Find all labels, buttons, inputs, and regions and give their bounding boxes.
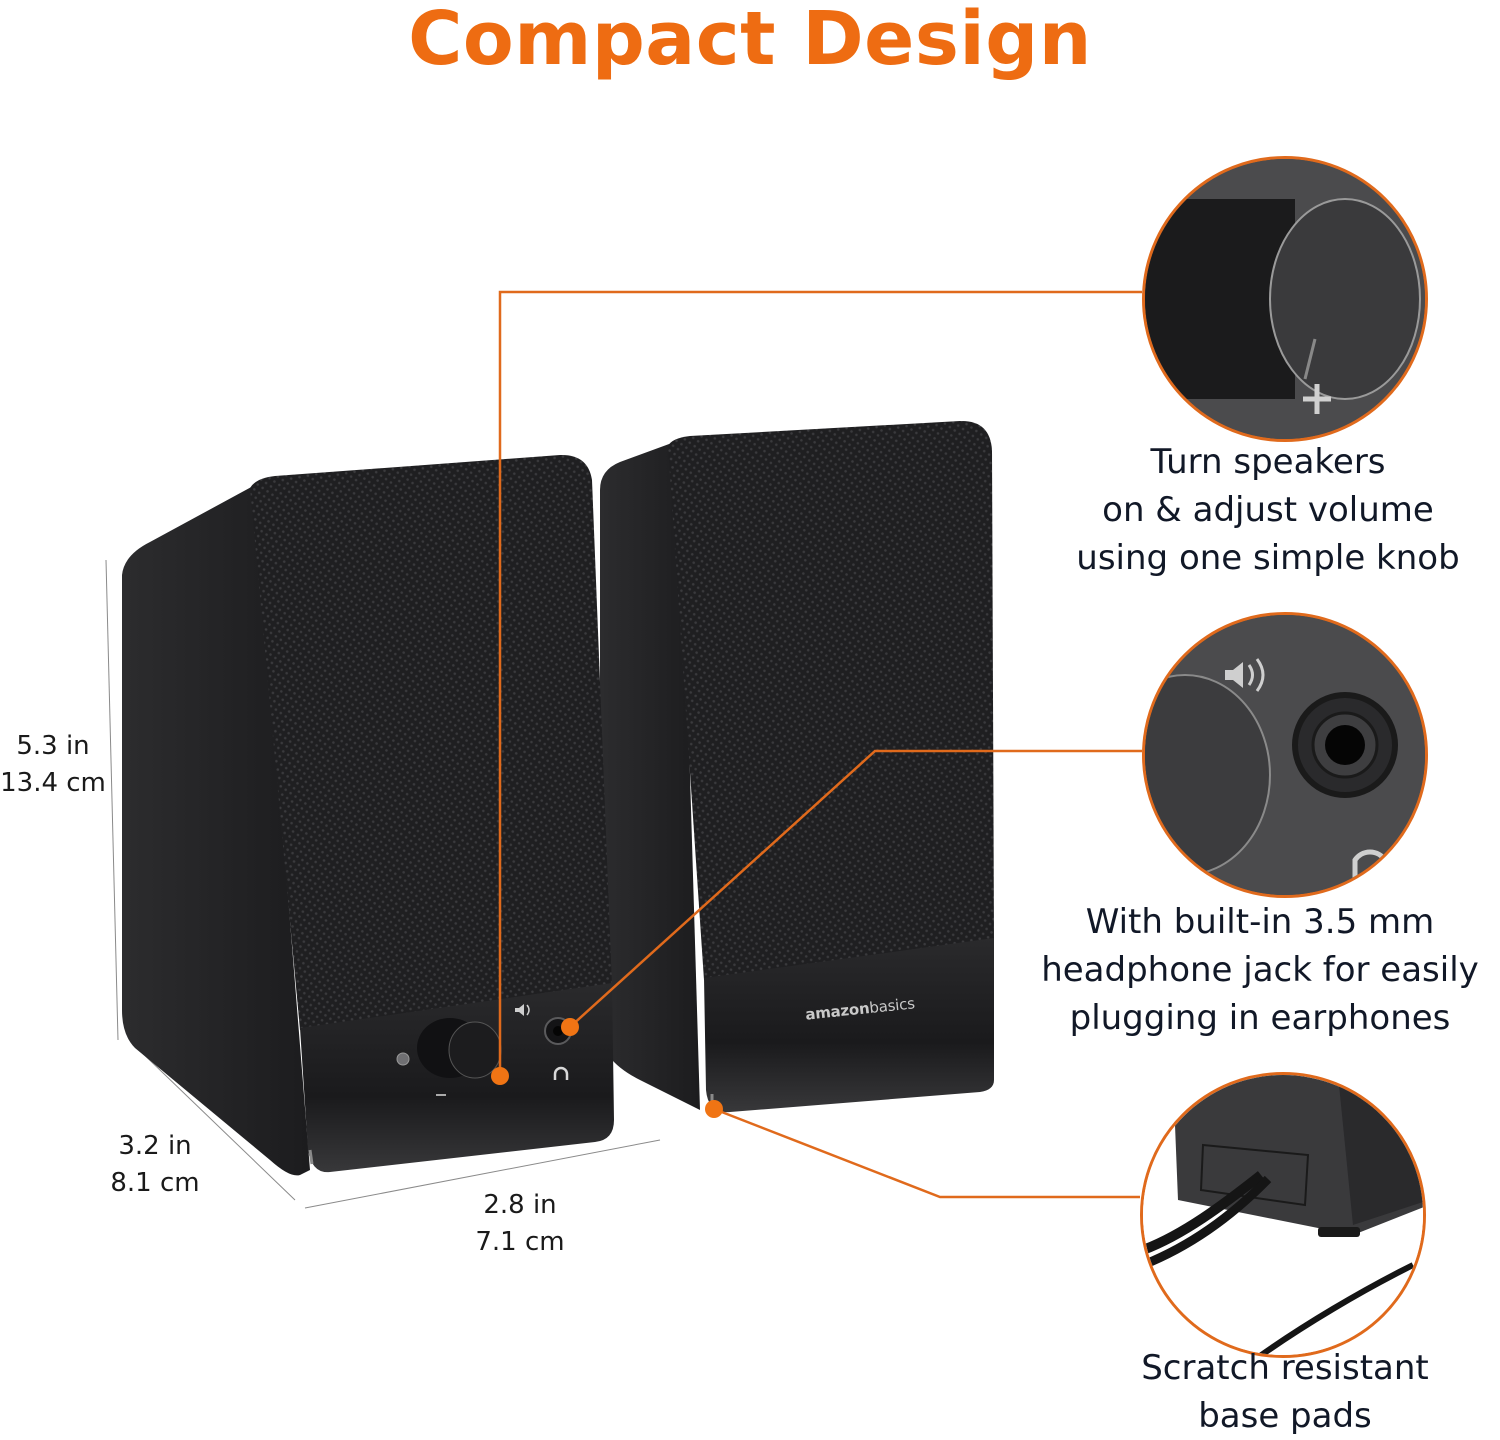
jack-caption: With built-in 3.5 mm headphone jack for …	[1041, 902, 1479, 1038]
right-speaker	[600, 420, 994, 1113]
depth-metric: 8.1 cm	[110, 1168, 200, 1198]
callout-leaders	[498, 290, 1142, 1199]
pads-dot	[705, 1100, 723, 1118]
cable-base-closeup-icon	[1143, 1075, 1423, 1355]
page-title: Compact Design	[408, 0, 1092, 82]
dimension-lines	[105, 559, 661, 1209]
led-indicator-icon	[396, 1052, 410, 1066]
minus-icon	[436, 1094, 446, 1096]
volume-knob-closeup-icon	[1145, 159, 1425, 439]
knob-detail-image	[1142, 156, 1428, 442]
knob-leader-line	[498, 290, 1142, 1076]
base-pads-detail-image	[1140, 1072, 1426, 1358]
jack-leader-line	[569, 749, 1142, 1028]
knob-caption: Turn speakers on & adjust volume using o…	[1076, 442, 1460, 578]
pads-caption: Scratch resistant base pads	[1141, 1348, 1429, 1436]
speaker-volume-icon	[515, 1004, 530, 1016]
left-speaker	[122, 454, 614, 1176]
depth-imperial: 3.2 in	[118, 1131, 192, 1161]
width-dimension: 2.8 in 7.1 cm	[460, 1187, 580, 1261]
height-metric: 13.4 cm	[0, 768, 106, 798]
headphone-icon	[553, 1066, 569, 1080]
jack-dot	[561, 1018, 579, 1036]
knob-dot	[491, 1067, 509, 1085]
pads-leader-line	[713, 1107, 1140, 1199]
width-imperial: 2.8 in	[483, 1190, 557, 1220]
depth-dimension: 3.2 in 8.1 cm	[95, 1128, 215, 1202]
height-dimension: 5.3 in 13.4 cm	[0, 728, 106, 802]
height-imperial: 5.3 in	[16, 731, 90, 761]
headphone-jack-closeup-icon	[1145, 615, 1425, 895]
callout-dots	[491, 1018, 723, 1118]
jack-detail-image	[1142, 612, 1428, 898]
width-metric: 7.1 cm	[475, 1227, 565, 1257]
